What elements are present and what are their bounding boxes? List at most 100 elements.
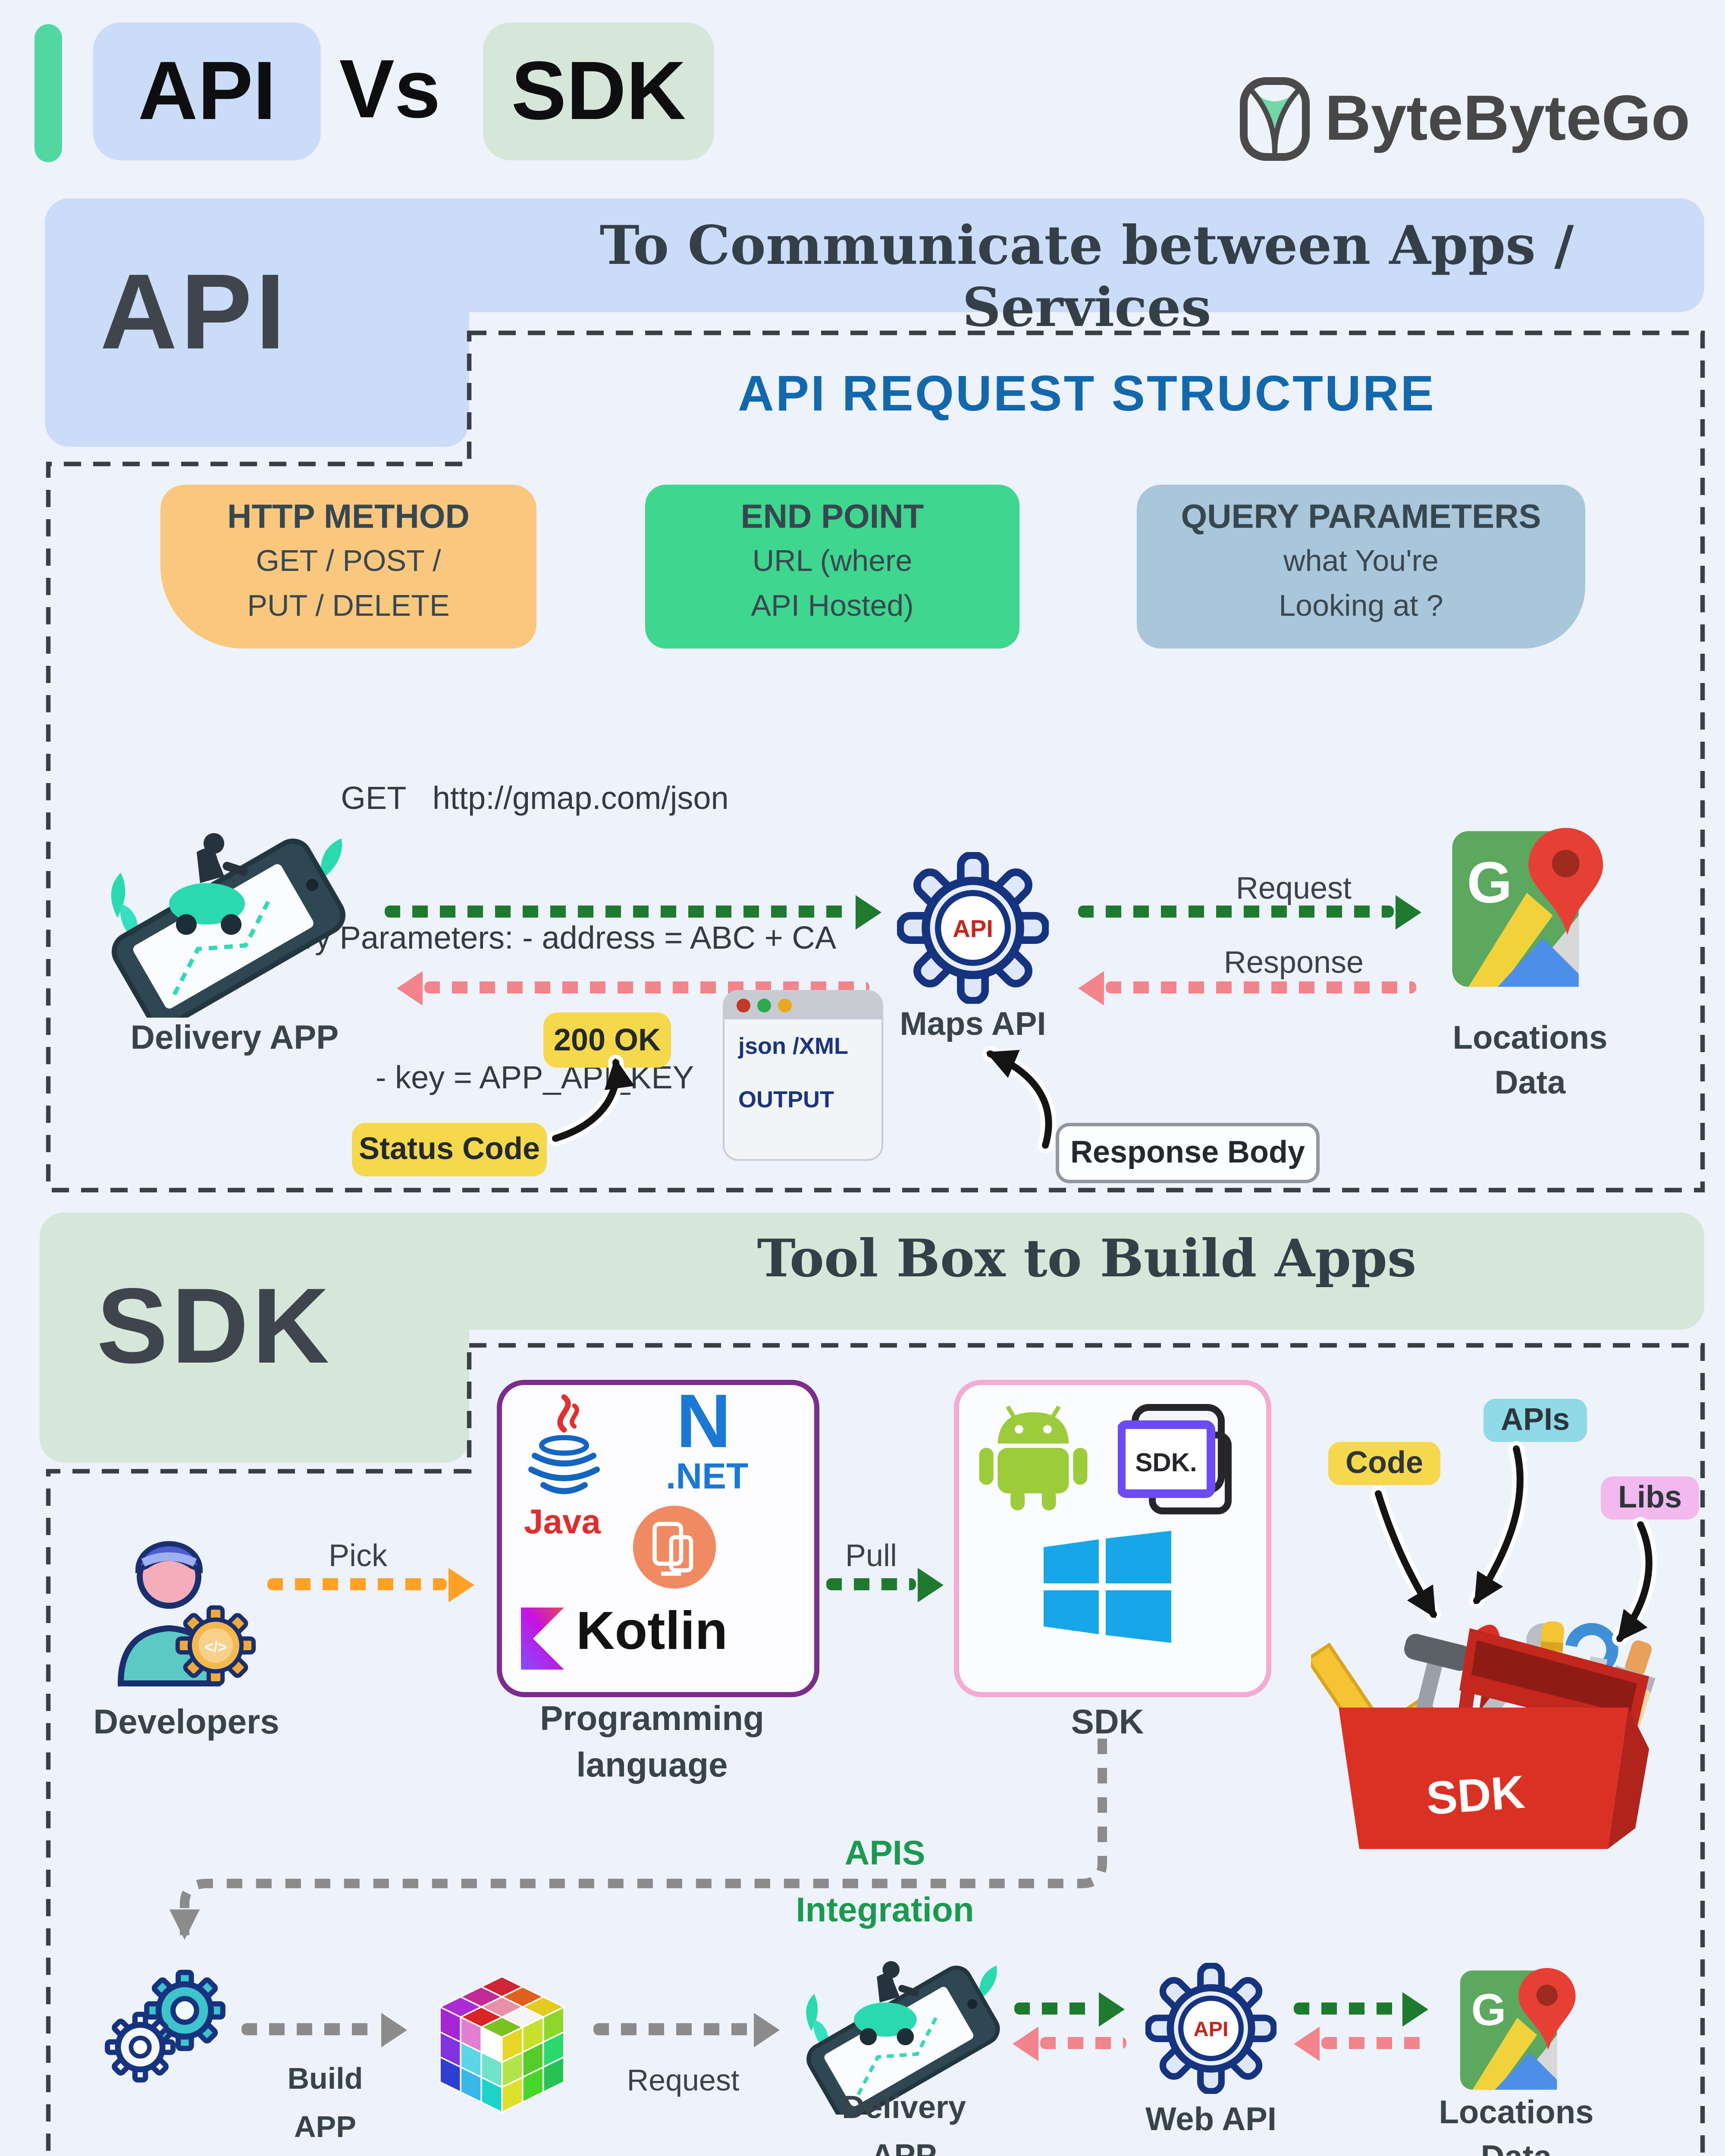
status-200-badge: 200 OK (543, 1012, 671, 1068)
dot-yellow-icon (778, 999, 792, 1012)
card-line: what You're (1283, 543, 1439, 578)
delivery-app-icon (100, 828, 359, 1018)
java-label: Java (524, 1504, 601, 1542)
api-subtitle: To Communicate between Apps / Services (599, 216, 1574, 340)
build-line: Build (287, 2061, 363, 2096)
locations-line: Locations (1452, 1021, 1608, 1057)
sdk-window-icon: SDK. (1118, 1404, 1232, 1514)
request-build-arrow (593, 2023, 752, 2035)
web-response-arrow (1040, 2037, 1126, 2049)
web-request-arrow (1014, 2002, 1097, 2015)
title-vs: Vs (339, 45, 441, 136)
sdk-toolbox-icon: SDK (1311, 1621, 1656, 1849)
card-line: GET / POST / (256, 543, 441, 578)
locations-request-arrow (1294, 2002, 1401, 2015)
status-code-label: Status Code (352, 1123, 547, 1176)
card-end-point: END POINT URL (where API Hosted) (645, 485, 1019, 649)
card-line: Looking at ? (1279, 588, 1443, 623)
dotnet-label: .NET (666, 1457, 749, 1497)
integration-apis-label: APIS (844, 1835, 925, 1873)
locations-data-icon-2: G (1460, 1968, 1576, 2090)
kotlin-label: Kotlin (576, 1601, 728, 1661)
programming-language-label: Programming language (531, 1697, 773, 1790)
build-line: APP (294, 2109, 356, 2144)
card-http-method: HTTP METHOD GET / POST / PUT / DELETE (160, 485, 536, 649)
maps-api-gear-icon: API (897, 852, 1049, 1004)
locations-response-arrow (1321, 2037, 1428, 2049)
code-chip: Code (1328, 1442, 1440, 1485)
apis-chip: APIs (1484, 1399, 1587, 1442)
maps-response-arrow (1106, 981, 1416, 993)
title-api: API (138, 46, 276, 137)
response-body-label: Response Body (1056, 1123, 1320, 1183)
developers-label: Developers (93, 1704, 279, 1742)
delivery-line: Delivery (842, 2089, 966, 2125)
card-line: PUT / DELETE (247, 588, 450, 623)
window-titlebar (724, 992, 881, 1019)
bottom-request-label: Request (627, 2063, 740, 2097)
lang-line: Programming (539, 1701, 765, 1739)
maps-api-label: Maps API (900, 1007, 1046, 1044)
sdk-big-label: SDK (97, 1268, 333, 1387)
pick-label: Pick (328, 1539, 387, 1573)
delivery-line: APP (871, 2137, 937, 2156)
svg-text:G: G (1471, 1984, 1506, 2034)
svg-text:API: API (953, 915, 993, 942)
card-title: QUERY PARAMETERS (1181, 498, 1541, 536)
card-title: HTTP METHOD (227, 498, 470, 536)
pull-arrow (826, 1578, 916, 1590)
code-arrow (1375, 1490, 1437, 1619)
accent-bar (34, 24, 62, 162)
output-line: OUTPUT (738, 1087, 834, 1112)
locations-line: Data (1427, 2137, 1606, 2156)
dot-green-icon (757, 999, 771, 1012)
pick-arrow (267, 1578, 447, 1590)
windows-icon (1044, 1531, 1171, 1643)
integration-label: Integration (796, 1892, 974, 1930)
web-api-gear-icon: API (1145, 1963, 1276, 2094)
kotlin-k-icon (521, 1608, 564, 1670)
pull-label: Pull (845, 1539, 897, 1573)
app-cube-icon (438, 1977, 566, 2114)
api-request-arrow (385, 906, 854, 918)
build-app-label: Build APP (269, 2061, 381, 2144)
title-sdk-pill: SDK (483, 22, 714, 160)
kotlin-multiplatform-icon (633, 1505, 716, 1589)
locations-line: Data (1494, 1066, 1566, 1102)
response-label: Response (1223, 945, 1364, 980)
build-gears-icon (105, 1970, 226, 2083)
delivery-app-label: Delivery APP (130, 1019, 339, 1057)
dot-red-icon (737, 999, 750, 1012)
dotnet-mark: N (676, 1380, 731, 1464)
brand: ByteByteGo (1239, 76, 1690, 162)
api-big-label: API (100, 254, 289, 373)
svg-text:</>: </> (204, 1638, 227, 1656)
title-sdk: SDK (511, 46, 686, 137)
card-line: URL (where (752, 543, 913, 578)
card-line: API Hosted) (751, 588, 914, 623)
apis-arrow (1473, 1445, 1524, 1604)
api-panel-title: API REQUEST STRUCTURE (738, 367, 1436, 423)
json-output-window: json /XML OUTPUT (723, 990, 883, 1161)
output-line: json /XML (738, 1033, 848, 1059)
locations-data-label-2: Locations Data (1427, 2092, 1606, 2156)
android-icon (979, 1405, 1088, 1510)
web-api-label: Web API (1145, 2103, 1276, 2139)
example-line: GET http://gmap.com/json (341, 780, 729, 816)
svg-text:SDK: SDK (1424, 1765, 1526, 1824)
java-icon (528, 1394, 600, 1494)
libs-chip: Libs (1601, 1476, 1700, 1520)
delivery-app-label-2: Delivery APP (811, 2090, 997, 2156)
svg-text:G: G (1467, 849, 1512, 915)
response-body-arrow (986, 1050, 1052, 1149)
developers-icon: </> (117, 1541, 256, 1686)
locations-data-label: Locations Data (1440, 1018, 1620, 1107)
sdk-subtitle: Tool Box to Build Apps (757, 1230, 1417, 1290)
locations-data-icon: G (1452, 828, 1603, 987)
build-app-arrow (242, 2023, 380, 2035)
lang-line: language (576, 1747, 728, 1785)
brand-name: ByteByteGo (1325, 83, 1690, 154)
svg-text:SDK.: SDK. (1135, 1448, 1197, 1477)
